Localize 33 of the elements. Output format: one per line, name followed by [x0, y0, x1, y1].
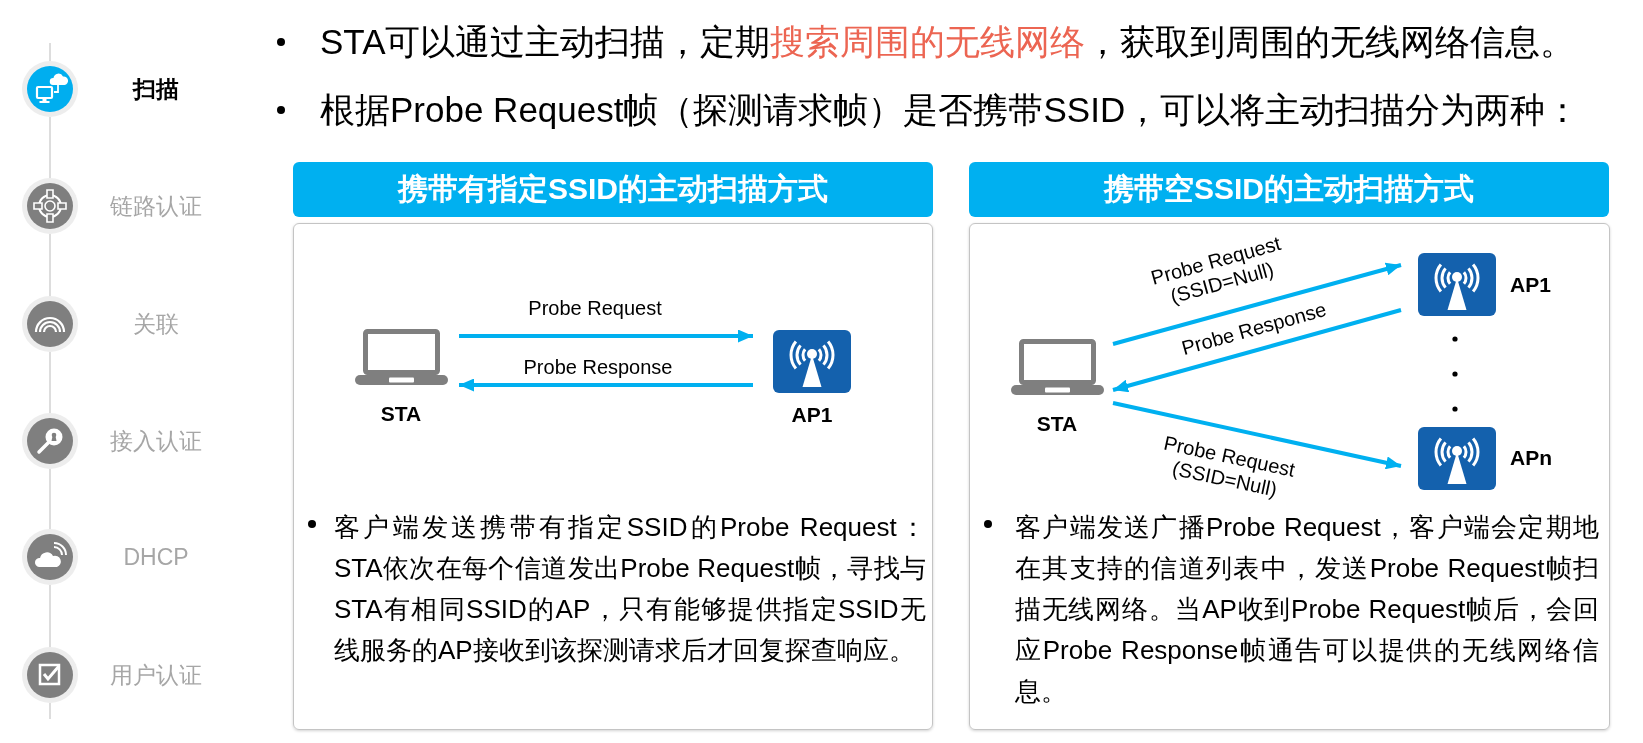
arrow [1112, 262, 1402, 346]
device-label: APn [1510, 446, 1552, 470]
step-label: 接入认证 [110, 427, 202, 456]
device-label: STA [1036, 412, 1078, 436]
connector-line [49, 42, 51, 62]
connector-line [49, 116, 51, 179]
arrow [1112, 308, 1402, 393]
connector-line [49, 468, 51, 530]
arrow [1112, 401, 1402, 470]
panel [293, 223, 933, 730]
bullet-text: 客户端发送携带有指定SSID的Probe Request：STA依次在每个信道发出Probe Request帧，寻找与STA有相同SSID的AP，只有能够提供指定SSID无线服务的AP接收到该探测请求后才回复探查响应。 [334, 511, 926, 667]
connector-line [49, 584, 51, 648]
bullet-text: 根据Probe Request帧（探测请求帧）是否携带SSID，可以将主动扫描分为两种： [320, 89, 1581, 131]
device-label: STA [380, 402, 422, 426]
panel [969, 223, 1610, 730]
connector-line [49, 233, 51, 297]
connector-line [49, 351, 51, 414]
step-label: 链路认证 [110, 192, 202, 221]
bullet-text: 客户端发送广播Probe Request，客户端会定期地在其支持的信道列表中，发送Probe Request帧扫描无线网络。当AP收到Probe Request帧后，会回应Probe Response帧通告可以提供的无线网络信息。 [1015, 511, 1599, 708]
step-label: 用户认证 [110, 661, 202, 690]
device-label: AP1 [791, 403, 833, 427]
edge-label: Probe Request [528, 296, 662, 320]
panel-header: 携带空SSID的主动扫描方式 [969, 162, 1609, 217]
arrow [459, 329, 753, 343]
bullet-text: STA可以通过主动扫描，定期搜索周围的无线网络，获取到周围的无线网络信息。 [320, 21, 1576, 63]
step-label: 关联 [133, 310, 179, 339]
step-label: DHCP [123, 543, 189, 572]
panel-header: 携带有指定SSID的主动扫描方式 [293, 162, 933, 217]
device-label: AP1 [1510, 273, 1551, 297]
arrow [459, 378, 753, 392]
edge-label: Probe Response [523, 355, 673, 379]
step-label: 扫描 [133, 75, 179, 104]
connector-line [49, 702, 51, 720]
